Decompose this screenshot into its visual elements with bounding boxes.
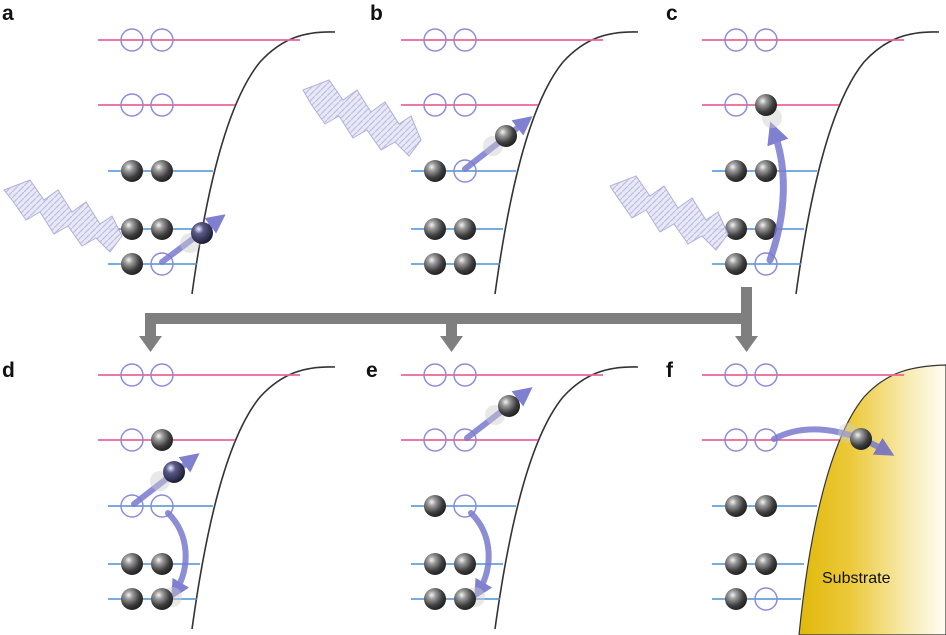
- empty-state: [453, 28, 477, 52]
- electron: [755, 218, 777, 240]
- electron: [755, 94, 777, 116]
- photon-wave: [609, 175, 729, 251]
- electron: [424, 160, 446, 182]
- electron: [725, 218, 747, 240]
- panel-label-a: a: [2, 2, 14, 25]
- potential-curve: [795, 31, 940, 295]
- substrate-region: [798, 364, 946, 635]
- electron-moving: [163, 461, 185, 483]
- electron: [121, 253, 143, 275]
- empty-state: [754, 587, 778, 611]
- empty-state: [724, 428, 748, 452]
- electron: [424, 253, 446, 275]
- electron: [424, 553, 446, 575]
- empty-state: [120, 28, 144, 52]
- panel-label-f: f: [666, 359, 674, 382]
- electron: [121, 553, 143, 575]
- potential-curve: [191, 31, 336, 295]
- potential-curve: [191, 366, 336, 630]
- injection-arrow: [771, 426, 895, 456]
- electron-moving: [191, 222, 213, 244]
- empty-state: [754, 252, 778, 276]
- electron: [725, 253, 747, 275]
- empty-state: [120, 93, 144, 117]
- panel-a: a: [2, 2, 336, 295]
- electron: [151, 160, 173, 182]
- empty-state: [754, 363, 778, 387]
- panel-d: d: [2, 359, 336, 630]
- relaxation-arrow: [468, 510, 493, 600]
- panel-label-c: c: [666, 2, 678, 25]
- electron: [454, 218, 476, 240]
- electron: [454, 253, 476, 275]
- potential-curve: [494, 366, 639, 630]
- empty-state: [120, 494, 144, 518]
- electron: [151, 588, 173, 610]
- electron: [424, 495, 446, 517]
- electron-moving: [498, 395, 520, 417]
- electron: [725, 553, 747, 575]
- empty-state: [453, 93, 477, 117]
- empty-state: [423, 93, 447, 117]
- panel-label-e: e: [366, 359, 378, 382]
- photon-wave: [3, 179, 123, 253]
- electron: [725, 495, 747, 517]
- panel-c: c: [609, 2, 940, 295]
- empty-state: [150, 28, 174, 52]
- empty-state: [453, 428, 477, 452]
- electron: [151, 218, 173, 240]
- empty-state: [724, 363, 748, 387]
- empty-state: [453, 494, 477, 518]
- empty-state: [150, 252, 174, 276]
- panel-b: b: [302, 2, 639, 295]
- empty-state: [423, 428, 447, 452]
- excitation-arrow: [766, 121, 789, 264]
- panel-f: f Substrate: [666, 359, 946, 635]
- electron-moving: [850, 428, 872, 450]
- photon-wave: [302, 79, 422, 157]
- electron: [424, 588, 446, 610]
- electron: [755, 495, 777, 517]
- electron: [121, 160, 143, 182]
- electron: [454, 553, 476, 575]
- empty-state: [724, 93, 748, 117]
- electron: [151, 429, 173, 451]
- substrate-label: Substrate: [822, 570, 891, 587]
- electron: [454, 588, 476, 610]
- empty-state: [150, 93, 174, 117]
- empty-state: [120, 363, 144, 387]
- electron-moving: [495, 125, 517, 147]
- empty-state: [453, 159, 477, 183]
- empty-state: [423, 363, 447, 387]
- empty-state: [423, 28, 447, 52]
- electron: [725, 160, 747, 182]
- empty-state: [453, 363, 477, 387]
- electron: [151, 553, 173, 575]
- electron: [121, 218, 143, 240]
- empty-state: [150, 363, 174, 387]
- relaxation-arrow: [165, 510, 190, 600]
- empty-state: [120, 428, 144, 452]
- electron: [755, 160, 777, 182]
- connector-arrows: [139, 287, 758, 352]
- potential-curve: [494, 31, 639, 295]
- empty-state: [754, 28, 778, 52]
- panel-e: e: [366, 359, 639, 630]
- electron: [755, 553, 777, 575]
- panel-label-b: b: [370, 2, 383, 25]
- empty-state: [724, 28, 748, 52]
- panel-label-d: d: [2, 359, 15, 382]
- electron: [725, 588, 747, 610]
- electron: [424, 218, 446, 240]
- electron: [121, 588, 143, 610]
- empty-state: [150, 494, 174, 518]
